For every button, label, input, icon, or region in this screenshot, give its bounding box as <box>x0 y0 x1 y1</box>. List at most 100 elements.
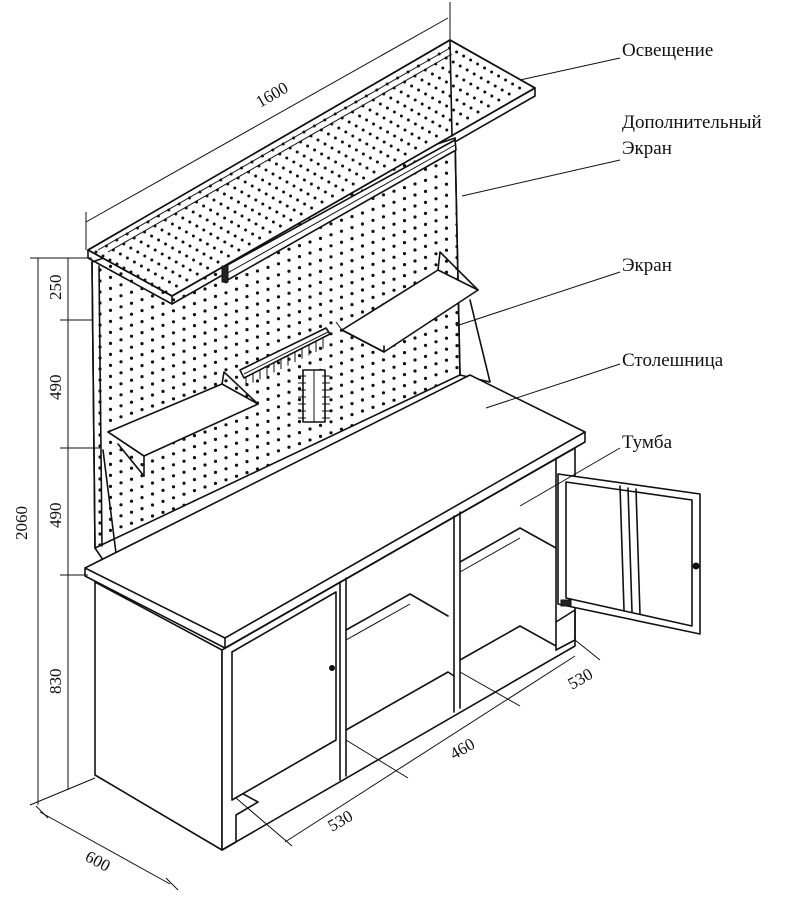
perforation-hole <box>203 452 207 456</box>
perforation-hole <box>358 138 362 142</box>
perforation-hole <box>444 325 449 329</box>
perforation-hole <box>224 423 228 427</box>
dim-total-height: 2060 <box>12 506 31 540</box>
perforation-hole <box>299 188 303 192</box>
perforation-hole <box>434 252 438 256</box>
label-lighting: Освещение <box>622 40 713 61</box>
perforation-hole <box>318 423 323 427</box>
perforation-hole <box>171 485 176 489</box>
perforation-hole <box>297 321 302 325</box>
perforation-hole <box>350 248 354 252</box>
perforation-hole <box>287 368 291 372</box>
perforation-hole <box>140 397 144 401</box>
perforation-hole <box>434 362 438 366</box>
perforation-hole <box>181 240 185 244</box>
perforation-hole <box>360 376 365 380</box>
perforation-hole <box>402 274 407 278</box>
perforation-hole <box>161 488 165 492</box>
perforation-hole <box>381 413 386 417</box>
perforation-hole <box>181 264 185 268</box>
perforation-hole <box>360 398 365 402</box>
perforation-hole <box>129 334 134 338</box>
perforation-hole <box>497 98 501 102</box>
perforation-hole <box>455 311 459 315</box>
perforation-hole <box>466 252 469 255</box>
perforation-hole <box>423 354 428 358</box>
perforation-hole <box>129 301 134 305</box>
perforation-hole <box>192 467 197 471</box>
perforation-hole <box>287 313 291 317</box>
perforation-hole <box>382 140 386 144</box>
perforation-hole <box>125 256 129 260</box>
perforation-hole <box>402 384 407 388</box>
perforation-hole <box>255 434 260 438</box>
perforation-hole <box>318 269 323 273</box>
perforation-hole <box>101 254 105 258</box>
perforation-hole <box>185 278 189 282</box>
perforation-hole <box>140 342 144 346</box>
perforation-hole <box>192 368 197 372</box>
perforation-hole <box>434 186 438 190</box>
perforation-hole <box>202 228 206 232</box>
perforation-hole <box>444 248 449 252</box>
perforation-hole <box>150 327 155 331</box>
perforation-hole <box>455 122 459 126</box>
perforation-hole <box>360 365 365 369</box>
perforation-hole <box>339 306 344 310</box>
perforation-hole <box>268 182 272 186</box>
perforation-hole <box>108 341 113 345</box>
perforation-hole <box>368 156 372 160</box>
perforation-hole <box>182 470 186 474</box>
perforation-hole <box>392 222 396 226</box>
perforation-hole <box>119 525 123 529</box>
perforation-hole <box>402 186 407 190</box>
perforation-hole <box>381 215 386 219</box>
perforation-hole <box>140 518 144 522</box>
perforation-hole <box>402 351 407 355</box>
perforation-hole <box>444 193 449 197</box>
perforation-hole <box>423 266 428 270</box>
perforation-hole <box>224 313 228 317</box>
perforation-hole <box>444 80 448 84</box>
perforation-hole <box>119 481 123 485</box>
perforation-hole <box>254 222 258 226</box>
label-extra-screen-line1: Дополнительный <box>622 112 762 133</box>
perforation-hole <box>297 244 302 248</box>
perforation-hole <box>181 216 185 220</box>
perforation-hole <box>392 376 396 380</box>
perforation-hole <box>240 214 244 218</box>
perforation-hole <box>192 302 197 306</box>
perforation-hole <box>161 323 165 327</box>
perforation-hole <box>358 114 362 118</box>
perforation-hole <box>108 264 113 268</box>
perforation-hole <box>320 152 324 156</box>
perforation-hole <box>108 440 113 444</box>
extra-screen <box>221 139 457 283</box>
perforation-hole <box>413 204 417 208</box>
callout-leaders <box>455 57 621 507</box>
perforation-hole <box>413 248 417 252</box>
perforation-hole <box>234 276 239 280</box>
perforation-hole <box>455 344 459 348</box>
perforation-hole <box>216 212 220 216</box>
perforation-hole <box>150 234 154 238</box>
perforation-hole <box>350 413 354 417</box>
perforation-hole <box>413 215 417 219</box>
perforation-hole <box>243 180 247 184</box>
perforation-hole <box>434 230 438 234</box>
perforation-hole <box>255 357 260 361</box>
perforation-hole <box>354 148 358 152</box>
perforation-hole <box>297 332 302 336</box>
perforation-hole <box>320 176 324 180</box>
perforation-hole <box>350 336 354 340</box>
perforation-hole <box>157 238 161 242</box>
perforation-hole <box>329 398 333 402</box>
perforation-hole <box>423 365 428 369</box>
perforation-hole <box>329 233 333 237</box>
perforation-hole <box>167 256 171 260</box>
perforation-hole <box>413 391 417 395</box>
perforation-hole <box>245 295 249 299</box>
perforation-hole <box>423 189 428 193</box>
perforation-hole <box>466 175 469 178</box>
perforation-hole <box>245 438 249 442</box>
